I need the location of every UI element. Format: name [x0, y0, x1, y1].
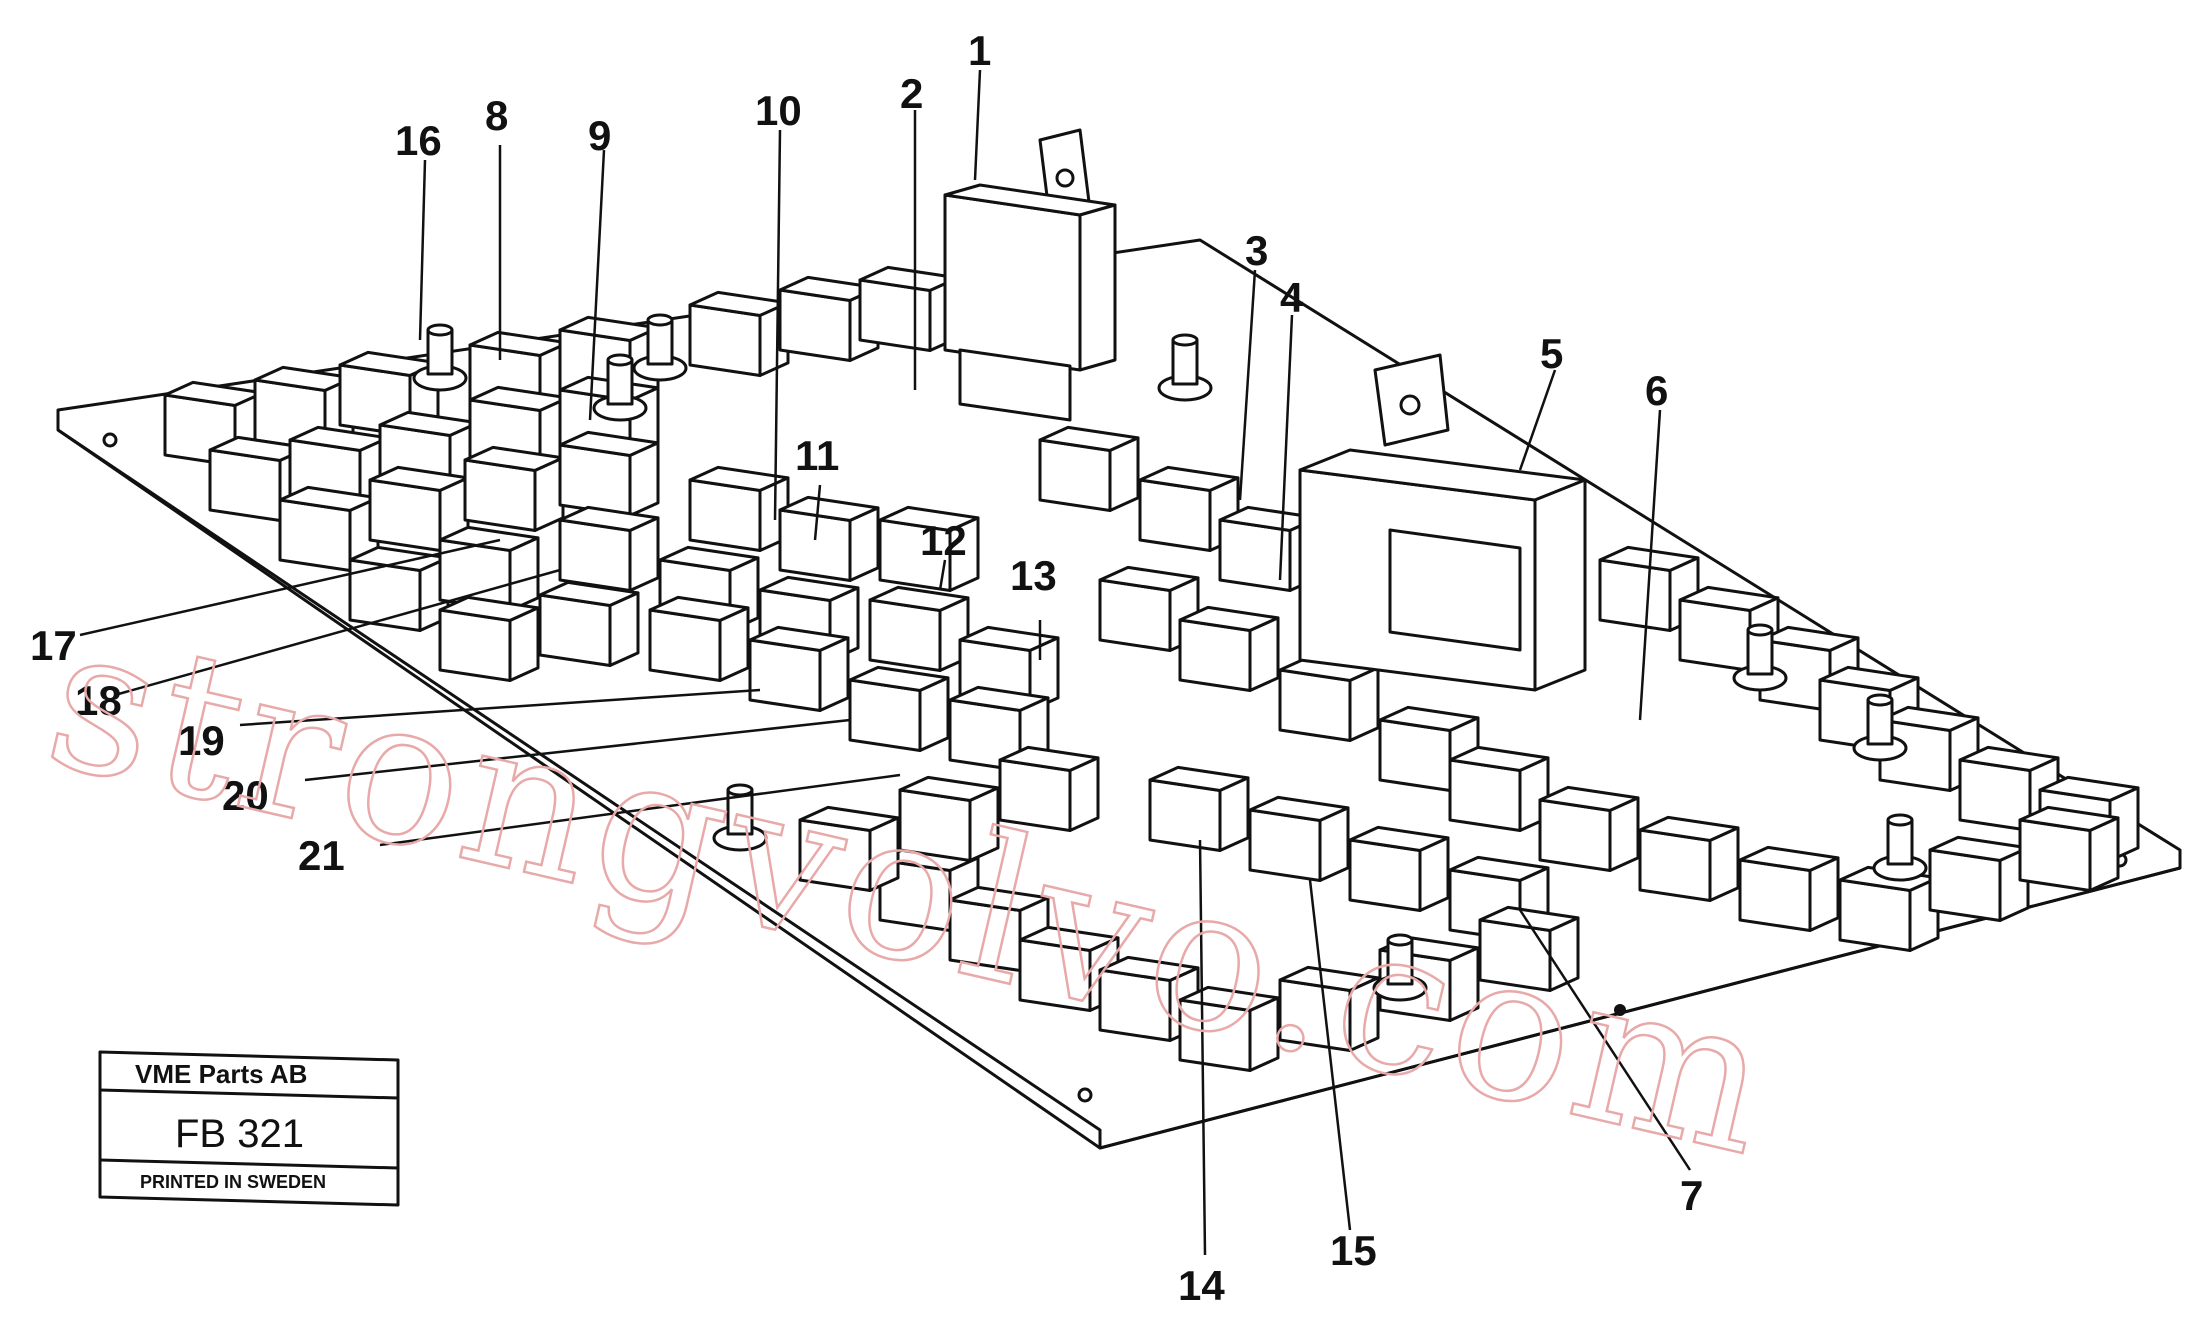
fuse-block-15	[463, 445, 565, 532]
bolt-4	[1732, 623, 1788, 692]
relay-1	[943, 128, 1117, 422]
callout-16: 16	[395, 117, 442, 164]
fuse-block-42	[1598, 545, 1700, 632]
callout-11: 11	[795, 432, 839, 479]
leader-lines	[79, 69, 1692, 1256]
fuse-block-57	[1248, 795, 1350, 882]
fuse-block-30	[748, 625, 850, 712]
callout-9: 9	[588, 112, 611, 159]
fuse-block-21	[438, 525, 540, 612]
fuse-block-56	[1148, 765, 1250, 852]
title-block-footer: PRINTED IN SWEDEN	[140, 1172, 326, 1192]
bolt-8	[1372, 933, 1428, 1002]
fuse-block-68	[798, 805, 900, 892]
fuse-block-22	[558, 505, 660, 592]
bolt-2	[592, 353, 648, 422]
fuse-block-19	[878, 505, 980, 592]
callout-12: 12	[920, 517, 967, 564]
bolt-1	[632, 313, 688, 382]
fuse-block-67	[1478, 905, 1580, 992]
fuse-block-18	[778, 495, 880, 582]
fuse-block-25	[868, 585, 970, 672]
fuse-block-39	[1178, 605, 1280, 692]
fuse-block-40	[1278, 655, 1380, 742]
callout-4: 4	[1280, 274, 1304, 321]
bolt-3	[1157, 333, 1213, 402]
callout-13: 13	[1010, 552, 1057, 599]
callout-19: 19	[178, 717, 225, 764]
callout-17: 17	[30, 622, 77, 669]
callout-2: 2	[900, 70, 923, 117]
fuse-block-7	[858, 265, 960, 352]
callout-14: 14	[1178, 1262, 1225, 1309]
fuse-block-64	[1178, 985, 1280, 1072]
fuse-block-54	[1928, 835, 2030, 922]
callout-5: 5	[1540, 330, 1563, 377]
title-block-code: FB 321	[175, 1112, 304, 1156]
callout-18: 18	[75, 677, 122, 724]
fuse-block-69	[898, 775, 1000, 862]
fuse-block-34	[1138, 465, 1240, 552]
bolt-5	[1852, 693, 1908, 762]
fuse-block-5	[688, 290, 790, 377]
fuse-block-16	[558, 430, 660, 517]
fuse-block-28	[538, 580, 640, 667]
fuse-block-51	[1638, 815, 1740, 902]
callout-7: 7	[1680, 1172, 1703, 1219]
bolt-7	[712, 783, 768, 852]
callout-20: 20	[222, 772, 269, 819]
callout-6: 6	[1645, 367, 1668, 414]
fuse-block-52	[1738, 845, 1840, 932]
callout-3: 3	[1245, 227, 1268, 274]
fuse-block-62	[1018, 925, 1120, 1012]
bolt-0	[412, 323, 468, 392]
callout-10: 10	[755, 87, 802, 134]
callout-1: 1	[968, 27, 991, 74]
fuse-block-65	[1278, 965, 1380, 1052]
bolt-6	[1872, 813, 1928, 882]
fuse-block-55	[2018, 805, 2120, 892]
fuse-block-49	[1448, 745, 1550, 832]
callout-15: 15	[1330, 1227, 1377, 1274]
fuse-block-58	[1348, 825, 1450, 912]
fuse-block-17	[688, 465, 790, 552]
terminal-bolts	[412, 313, 1928, 1002]
fuse-block-27	[438, 595, 540, 682]
callout-8: 8	[485, 92, 508, 139]
fuse-block-33	[1038, 425, 1140, 512]
fuse-block-31	[848, 665, 950, 752]
fuse-block-50	[1538, 785, 1640, 872]
callout-21: 21	[298, 832, 345, 879]
fuse-block-70	[998, 745, 1100, 832]
fuse-block-20	[348, 545, 450, 632]
title-block: VME Parts AB FB 321 PRINTED IN SWEDEN	[98, 1050, 400, 1207]
callout-labels: 1 2 3 4 5 6 7 8 9 10 11 12 13 14 15 16 1…	[30, 27, 1703, 1309]
fuse-block-29	[648, 595, 750, 682]
title-block-company: VME Parts AB	[135, 1059, 307, 1089]
relay-5	[1298, 353, 1587, 692]
